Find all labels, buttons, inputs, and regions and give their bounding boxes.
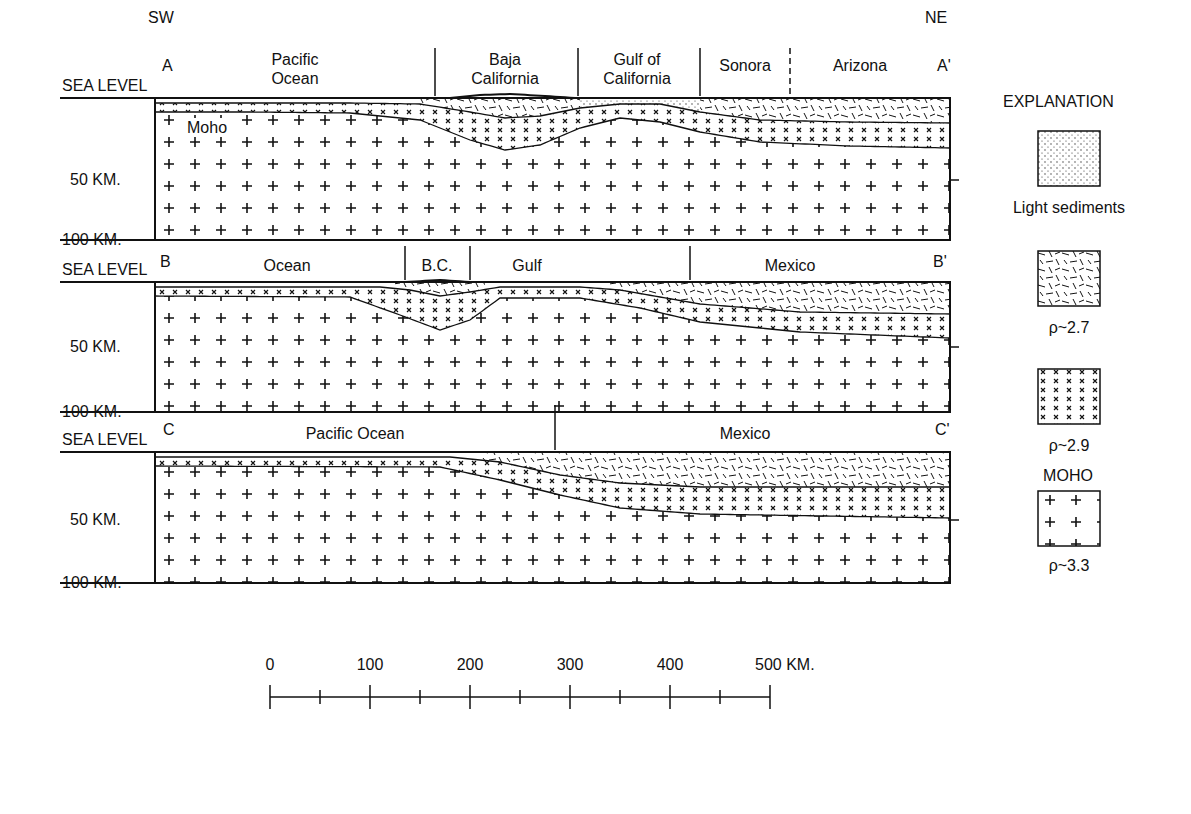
region-label: Mexico <box>720 424 771 443</box>
scale-bar <box>270 685 770 709</box>
legend-item: ρ~3.3 <box>985 0 1185 1</box>
layer-boundary <box>155 287 950 314</box>
scale-number: 200 <box>457 655 484 674</box>
section-letter: B' <box>933 252 947 271</box>
sea-level-line <box>60 281 155 283</box>
depth-tick <box>950 179 959 181</box>
depth-label: 50 KM. <box>70 337 121 356</box>
region-label: Sonora <box>719 56 771 75</box>
depth-tick <box>950 519 959 521</box>
region-label: Pacific Ocean <box>255 50 335 88</box>
section-letter: A' <box>937 56 951 75</box>
sea-level-line <box>60 97 155 99</box>
layer-boundary <box>155 103 950 123</box>
depth-label: SEA LEVEL <box>62 76 147 95</box>
upper-crust-layer <box>580 98 700 112</box>
scale-number: 100 <box>357 655 384 674</box>
depth-label: 100 KM. <box>62 402 122 421</box>
legend-swatch <box>1037 130 1101 187</box>
legend-item: Light sediments <box>985 0 1185 1</box>
direction-label: SW <box>148 8 174 27</box>
legend-swatch <box>1037 490 1101 547</box>
legend-swatch <box>1037 368 1101 425</box>
upper-crust-layer <box>700 98 950 123</box>
scale-number: 0 <box>266 655 275 674</box>
cross-section <box>60 452 959 583</box>
depth-label: SEA LEVEL <box>62 430 147 449</box>
legend-text: Light sediments <box>985 198 1153 217</box>
region-label: Baja California <box>455 50 555 88</box>
section-frame <box>155 282 950 412</box>
layer-boundary <box>155 466 950 518</box>
section-letter: B <box>160 252 171 271</box>
region-label: Gulf <box>512 256 541 275</box>
legend-swatch <box>1037 250 1101 307</box>
upper-crust-layer <box>610 282 950 314</box>
legend-text: ρ~3.3 <box>985 556 1153 575</box>
legend-text: ρ~2.7 <box>985 318 1153 337</box>
legend-item: ρ~2.9 <box>985 0 1185 1</box>
legend-heading: EXPLANATION <box>1003 92 1114 111</box>
depth-label: 100 KM. <box>62 573 122 592</box>
section-letter: A <box>162 56 173 75</box>
region-label: Mexico <box>765 256 816 275</box>
legend-item: ρ~2.7 <box>985 0 1185 1</box>
scale-number: 400 <box>657 655 684 674</box>
region-label: Pacific Ocean <box>306 424 405 443</box>
depth-tick <box>950 346 959 348</box>
scale-number: 300 <box>557 655 584 674</box>
upper-crust-layer <box>480 452 950 487</box>
depth-label: 100 KM. <box>62 230 122 249</box>
region-label: Gulf of California <box>587 50 687 88</box>
section-frame <box>155 98 950 240</box>
depth-label: 50 KM. <box>70 170 121 189</box>
depth-label: 50 KM. <box>70 510 121 529</box>
scale-number: 500 KM. <box>755 655 815 674</box>
legend-heading: MOHO <box>1043 466 1093 485</box>
region-divider <box>405 48 790 450</box>
sea-level-line <box>60 451 155 453</box>
layer-boundary <box>155 296 950 338</box>
layer-boundary <box>155 112 950 150</box>
section-letter: C <box>163 420 175 439</box>
direction-label: NE <box>925 8 947 27</box>
section-letter: C' <box>935 420 950 439</box>
section-frame <box>155 452 950 583</box>
layer-boundary <box>155 457 950 487</box>
region-label: B.C. <box>421 256 452 275</box>
region-label: Arizona <box>833 56 887 75</box>
region-label: Ocean <box>263 256 310 275</box>
cross-section <box>60 280 959 412</box>
cross-section <box>60 94 959 240</box>
moho-label: Moho <box>185 118 229 137</box>
depth-label: SEA LEVEL <box>62 260 147 279</box>
legend-text: ρ~2.9 <box>985 436 1153 455</box>
